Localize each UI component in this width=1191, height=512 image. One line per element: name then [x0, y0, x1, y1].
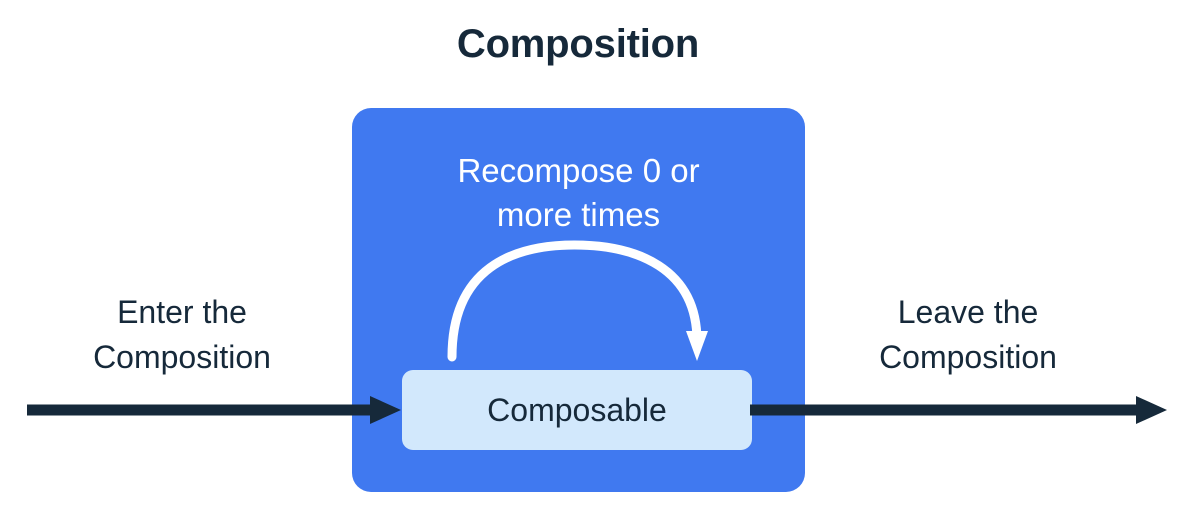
leave-caption-line-1: Leave the [897, 294, 1039, 330]
page-title: Composition [456, 22, 700, 66]
enter-caption-line-2: Composition [93, 339, 271, 375]
recompose-note-line-2: more times [496, 196, 661, 233]
enter-composition-arrow-icon [27, 396, 401, 424]
leave-composition-caption: Leave the Composition [828, 290, 1108, 380]
leave-composition-arrow-icon [750, 396, 1167, 424]
composable-node [402, 370, 752, 450]
composable-node-label: Composable [487, 391, 667, 428]
leave-caption-line-2: Composition [879, 339, 1057, 375]
enter-caption-line-1: Enter the [117, 294, 247, 330]
enter-composition-caption: Enter the Composition [42, 290, 322, 380]
recompose-note-line-1: Recompose 0 or [457, 152, 700, 189]
recompose-note: Recompose 0 or more times [352, 149, 805, 237]
